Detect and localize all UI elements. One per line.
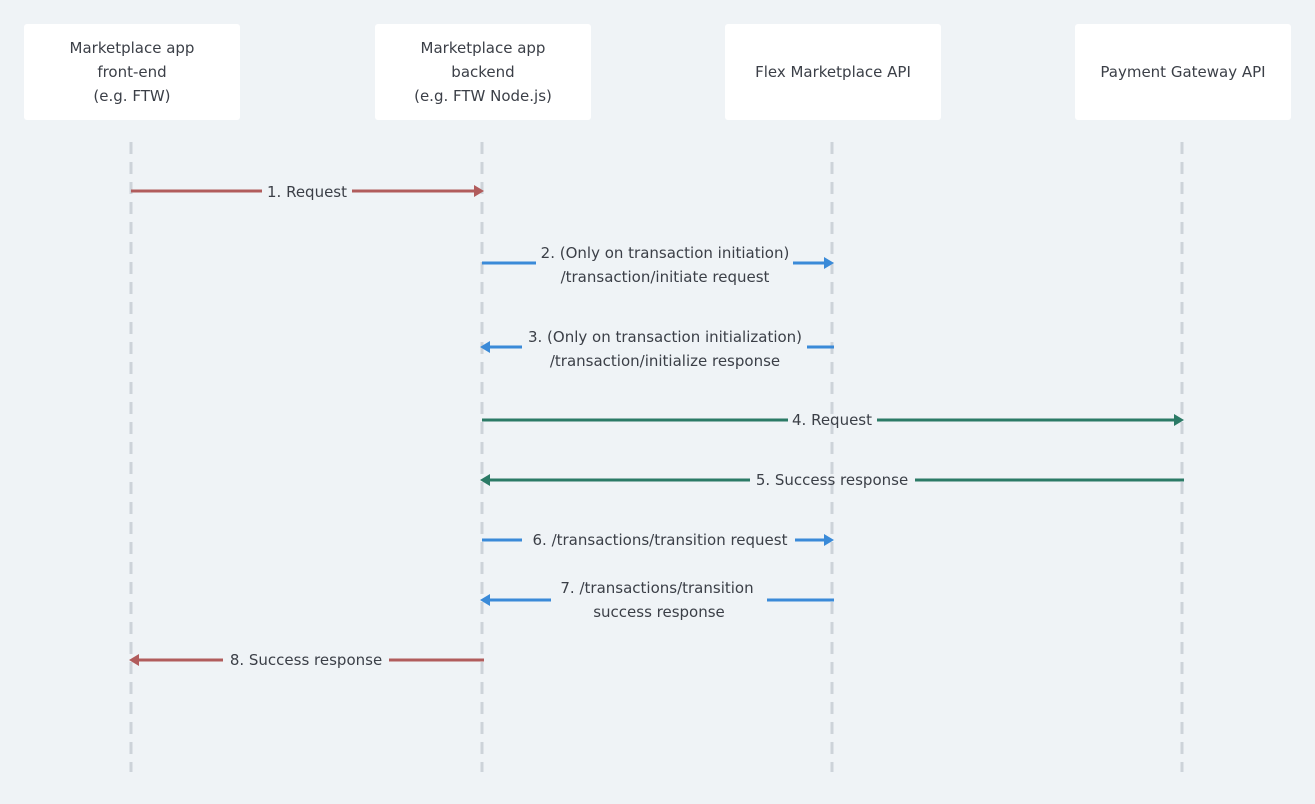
message-8-label: 8. Success response	[230, 651, 382, 669]
message-2-label-line-2: /transaction/initiate request	[561, 268, 770, 286]
arrowhead-right-icon	[824, 257, 834, 269]
actor-label-backend: Marketplace app backend (e.g. FTW Node.j…	[414, 39, 552, 105]
arrowhead-right-icon	[474, 185, 484, 197]
actor-label-payment-gateway: Payment Gateway API	[1100, 63, 1266, 81]
message-6-label: 6. /transactions/transition request	[533, 531, 788, 549]
message-2-label-line-1: 2. (Only on transaction initiation)	[541, 244, 790, 262]
arrowhead-left-icon	[480, 594, 490, 606]
arrowhead-left-icon	[480, 341, 490, 353]
actor-label-flex-api: Flex Marketplace API	[755, 63, 911, 81]
actor-payment-gateway: Payment Gateway API	[1075, 24, 1291, 120]
message-6: 6. /transactions/transition request	[482, 531, 834, 549]
arrowhead-left-icon	[129, 654, 139, 666]
actor-label-frontend: Marketplace app front-end (e.g. FTW)	[69, 39, 195, 105]
message-3-label-line-1: 3. (Only on transaction initialization)	[528, 328, 802, 346]
actor-backend: Marketplace app backend (e.g. FTW Node.j…	[375, 24, 591, 120]
message-5-label: 5. Success response	[756, 471, 908, 489]
message-7: 7. /transactions/transition success resp…	[480, 579, 834, 621]
message-2: 2. (Only on transaction initiation) /tra…	[482, 244, 834, 286]
message-3-label-line-2: /transaction/initialize response	[550, 352, 780, 370]
arrowhead-right-icon	[824, 534, 834, 546]
arrowhead-right-icon	[1174, 414, 1184, 426]
message-4-label: 4. Request	[792, 411, 872, 429]
actor-frontend: Marketplace app front-end (e.g. FTW)	[24, 24, 240, 120]
message-1-label: 1. Request	[267, 183, 347, 201]
message-5: 5. Success response	[480, 471, 1184, 489]
message-8: 8. Success response	[129, 651, 484, 669]
arrowhead-left-icon	[480, 474, 490, 486]
message-7-label-line-2: success response	[593, 603, 725, 621]
message-7-label-line-1: 7. /transactions/transition	[560, 579, 753, 597]
message-4: 4. Request	[482, 411, 1184, 429]
message-3: 3. (Only on transaction initialization) …	[480, 328, 834, 370]
message-1: 1. Request	[131, 183, 484, 201]
actor-flex-api: Flex Marketplace API	[725, 24, 941, 120]
